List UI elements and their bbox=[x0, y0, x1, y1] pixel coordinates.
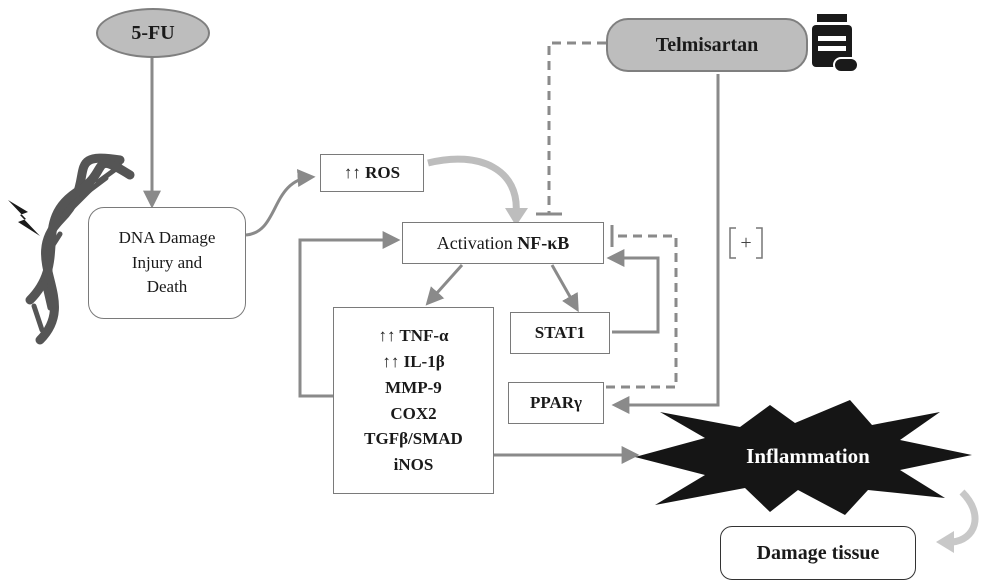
telmisartan-label: Telmisartan bbox=[655, 33, 759, 56]
inflammation-to-damage-arrow bbox=[951, 489, 979, 546]
mediator-cox2: COX2 bbox=[390, 403, 437, 423]
five-fu-node: 5-FU bbox=[96, 8, 210, 58]
telmisartan-to-ppar-arrow bbox=[611, 74, 720, 414]
mediator-tnf: ↑↑ TNF-α bbox=[378, 326, 449, 346]
mediators-box: ↑↑ TNF-α ↑↑ IL-1β MMP-9 COX2 TGFβ/SMAD i… bbox=[333, 307, 494, 494]
mediator-mmp9: MMP-9 bbox=[385, 377, 442, 397]
mediators-feedback-arrow bbox=[298, 231, 401, 398]
ppar-box: PPARγ bbox=[508, 382, 604, 424]
mediator-tgfb-smad: TGFβ/SMAD bbox=[364, 429, 463, 449]
plus-bracket-left bbox=[729, 227, 736, 259]
dna-damage-box: DNA Damage Injury and Death bbox=[88, 207, 246, 319]
dna-damage-line-3: Death bbox=[146, 277, 188, 297]
plus-bracket-right bbox=[756, 227, 763, 259]
telmisartan-inhibits-nfkb bbox=[547, 41, 606, 213]
nfkb-to-mediators-arrow bbox=[425, 263, 464, 306]
stat1-feedback-arrow bbox=[606, 249, 660, 334]
dna-damage-line-2: Injury and bbox=[131, 252, 203, 272]
nfkb-box: Activation NF-κB bbox=[402, 222, 604, 264]
mediator-inos: iNOS bbox=[393, 455, 434, 475]
medicine-bottle-icon bbox=[812, 14, 859, 73]
five-fu-label: 5-FU bbox=[131, 21, 175, 44]
inflammation-label: Inflammation bbox=[746, 443, 870, 468]
dna-helix-icon bbox=[25, 153, 135, 345]
ros-to-nfkb-arrowhead bbox=[505, 208, 528, 226]
ppar-inhibits-nfkb bbox=[606, 234, 678, 389]
ros-to-nfkb-arrow bbox=[427, 155, 520, 215]
ppar-label: PPARγ bbox=[529, 393, 582, 412]
ros-box: ↑↑ ROS bbox=[320, 154, 424, 192]
stat1-label: STAT1 bbox=[534, 323, 586, 342]
lightning-icon bbox=[8, 200, 40, 236]
activation-label: Activation bbox=[436, 232, 513, 253]
dna-to-ros-arrow bbox=[245, 169, 316, 237]
nfkb-label: NF-κB bbox=[517, 232, 570, 253]
telmisartan-node: Telmisartan bbox=[606, 18, 808, 72]
inflammation-to-damage-arrowhead bbox=[936, 531, 954, 553]
ros-arrows: ↑↑ bbox=[343, 163, 361, 182]
mediator-il1b: ↑↑ IL-1β bbox=[382, 351, 445, 371]
dna-damage-line-1: DNA Damage bbox=[118, 228, 216, 248]
damage-tissue-label: Damage tissue bbox=[756, 541, 880, 564]
ros-label: ROS bbox=[365, 163, 401, 182]
nfkb-to-stat1-arrow bbox=[550, 264, 579, 313]
plus-sign: + bbox=[740, 231, 752, 254]
stat1-box: STAT1 bbox=[510, 312, 610, 354]
inflammation-burst bbox=[635, 400, 972, 515]
damage-tissue-box: Damage tissue bbox=[720, 526, 916, 580]
